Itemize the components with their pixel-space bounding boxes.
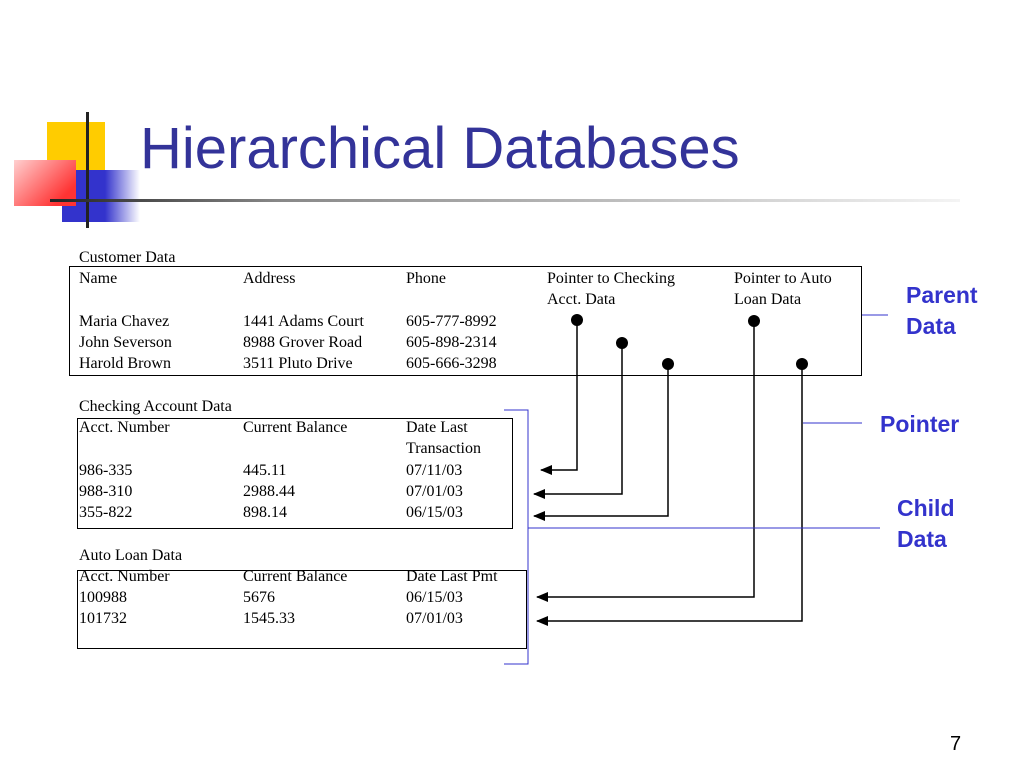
checking-caption: Checking Account Data <box>79 398 232 415</box>
checking-header-balance: Current Balance <box>243 419 348 436</box>
customer-row-2-phone: 605-898-2314 <box>406 334 497 351</box>
customer-header-pointer-auto: Pointer to Auto <box>734 270 832 287</box>
customer-header-phone: Phone <box>406 270 446 287</box>
checking-row-2-date: 07/01/03 <box>406 483 463 500</box>
child-data-label-line1: Child <box>897 495 955 521</box>
checking-row-1-acct: 986-335 <box>79 462 133 479</box>
checking-header-acct: Acct. Number <box>79 419 170 436</box>
customer-row-1-name: Maria Chavez <box>79 313 170 330</box>
pointer-line-harold-auto <box>536 364 803 626</box>
page-number: 7 <box>950 733 962 755</box>
pointer-line-john-checking <box>533 343 623 499</box>
customer-header-pointer-auto-line2: Loan Data <box>734 291 802 308</box>
deco-red-square <box>14 160 76 206</box>
auto-loan-row-2-date: 07/01/03 <box>406 610 463 627</box>
auto-loan-row-1-balance: 5676 <box>243 589 275 606</box>
checking-row-1-balance: 445.11 <box>243 462 287 479</box>
checking-row-2-acct: 988-310 <box>79 483 133 500</box>
pointer-line-harold-checking <box>533 364 669 521</box>
slide-title: Hierarchical Databases <box>140 116 740 181</box>
customer-table <box>69 266 862 376</box>
customer-header-name: Name <box>79 270 118 287</box>
pointer-line-maria-auto <box>536 321 755 602</box>
auto-loan-table <box>77 570 527 649</box>
customer-row-2-name: John Severson <box>79 334 172 351</box>
checking-row-3-acct: 355-822 <box>79 504 133 521</box>
checking-header-date-line2: Transaction <box>406 440 481 457</box>
customer-row-3-name: Harold Brown <box>79 355 171 372</box>
checking-table <box>77 418 513 529</box>
auto-loan-row-1-acct: 100988 <box>79 589 127 606</box>
checking-row-2-balance: 2988.44 <box>243 483 295 500</box>
auto-loan-caption: Auto Loan Data <box>79 547 183 564</box>
pointer-line-maria-checking <box>540 320 578 475</box>
customer-header-pointer-checking: Pointer to Checking <box>547 270 675 287</box>
parent-data-label-line1: Parent <box>906 282 978 308</box>
parent-data-label-line2: Data <box>906 313 956 339</box>
parent-data-label: Parent Data <box>906 280 978 342</box>
checking-row-1-date: 07/11/03 <box>406 462 463 479</box>
auto-loan-row-2-acct: 101732 <box>79 610 127 627</box>
customer-row-1-address: 1441 Adams Court <box>243 313 364 330</box>
checking-header-date: Date Last <box>406 419 468 436</box>
child-data-bracket <box>504 409 529 665</box>
customer-row-3-address: 3511 Pluto Drive <box>243 355 353 372</box>
deco-vertical-line <box>86 112 89 228</box>
customer-row-2-address: 8988 Grover Road <box>243 334 363 351</box>
auto-loan-header-balance: Current Balance <box>243 568 348 585</box>
child-data-label: Child Data <box>897 493 955 555</box>
customer-header-address: Address <box>243 270 296 287</box>
checking-row-3-date: 06/15/03 <box>406 504 463 521</box>
auto-loan-header-date: Date Last Pmt <box>406 568 498 585</box>
auto-loan-row-1-date: 06/15/03 <box>406 589 463 606</box>
child-data-label-line2: Data <box>897 526 947 552</box>
customer-row-1-phone: 605-777-8992 <box>406 313 497 330</box>
auto-loan-row-2-balance: 1545.33 <box>243 610 295 627</box>
checking-row-3-balance: 898.14 <box>243 504 287 521</box>
deco-horizontal-line <box>50 199 960 202</box>
customer-caption: Customer Data <box>79 249 176 266</box>
auto-loan-header-acct: Acct. Number <box>79 568 170 585</box>
customer-row-3-phone: 605-666-3298 <box>406 355 497 372</box>
customer-header-pointer-checking-line2: Acct. Data <box>547 291 616 308</box>
pointer-label: Pointer <box>880 411 960 437</box>
